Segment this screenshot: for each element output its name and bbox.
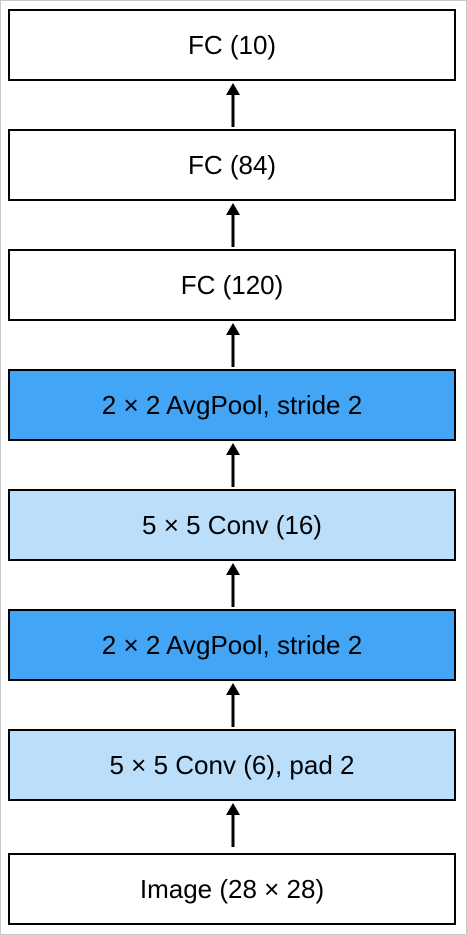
arrow-up-icon — [226, 83, 240, 127]
layer-avgpool-1: 2 × 2 AvgPool, stride 2 — [8, 609, 456, 681]
layer-label: 2 × 2 AvgPool, stride 2 — [101, 629, 363, 660]
layer-label: 5 × 5 Conv (6), pad 2 — [109, 749, 355, 780]
layer-label: FC (120) — [180, 269, 284, 300]
arrow-up-icon — [226, 323, 240, 367]
layer-image-input: Image (28 × 28) — [8, 853, 456, 925]
layer-fc-120: FC (120) — [8, 249, 456, 321]
arrow-up-icon — [226, 563, 240, 607]
arrow-up-icon — [226, 683, 240, 727]
layer-label: 2 × 2 AvgPool, stride 2 — [101, 389, 363, 420]
arrow-up-icon — [226, 203, 240, 247]
layer-fc-10: FC (10) — [8, 9, 456, 81]
layer-label: FC (10) — [187, 29, 277, 60]
layer-conv-16: 5 × 5 Conv (16) — [8, 489, 456, 561]
layer-avgpool-2: 2 × 2 AvgPool, stride 2 — [8, 369, 456, 441]
layer-fc-84: FC (84) — [8, 129, 456, 201]
layer-conv-6: 5 × 5 Conv (6), pad 2 — [8, 729, 456, 801]
layer-label: FC (84) — [187, 149, 277, 180]
arrow-up-icon — [226, 803, 240, 847]
arrow-up-icon — [226, 443, 240, 487]
layer-label: Image (28 × 28) — [139, 873, 325, 904]
layer-label: 5 × 5 Conv (16) — [142, 509, 322, 540]
